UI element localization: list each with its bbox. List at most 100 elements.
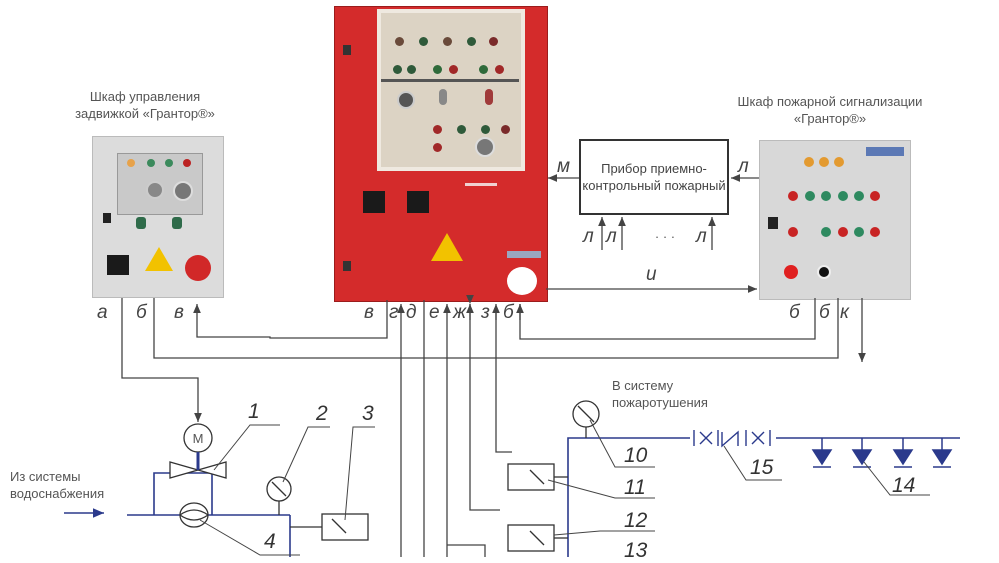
wire-b-right — [519, 298, 816, 340]
key-switch — [173, 181, 193, 201]
yellow-lamp — [834, 157, 844, 167]
indicator-lamp — [467, 37, 476, 46]
wire-z — [495, 306, 512, 453]
leader-4 — [199, 519, 300, 556]
red-lamp — [788, 227, 798, 237]
pressure-switch-12 — [507, 524, 555, 552]
door-lock — [343, 45, 351, 55]
indicator-lamp — [443, 37, 452, 46]
callout-3: 3 — [362, 402, 374, 425]
green-lamp — [854, 227, 864, 237]
letter-b: б — [136, 302, 147, 323]
gate-valve-icon — [693, 430, 719, 446]
indicator-lamp — [479, 65, 488, 74]
valve-cabinet-title: Шкаф управления задвижкой «Грантор®» — [75, 89, 215, 121]
indicator-lamp — [395, 37, 404, 46]
indicator-lamp — [495, 65, 504, 74]
sprinkler-icon — [892, 438, 914, 468]
leader-14 — [863, 461, 930, 496]
callout-11: 11 — [624, 476, 646, 499]
pressure-switch-11 — [507, 463, 555, 491]
indicator-lamp — [457, 125, 466, 134]
inner-panel — [377, 9, 525, 171]
green-lamp — [821, 227, 831, 237]
leader-11 — [547, 479, 655, 499]
letter-l-in-2: л — [606, 226, 617, 247]
gate-valve-icon — [745, 430, 771, 446]
leader-10 — [589, 419, 655, 468]
letter-alarm-b1: б — [789, 302, 800, 323]
emergency-stop-button — [784, 265, 798, 279]
wire-a — [121, 298, 202, 422]
fire-riser — [567, 437, 690, 557]
letter-d: д — [406, 302, 417, 323]
callout-4: 4 — [264, 530, 276, 553]
yellow-lamp — [804, 157, 814, 167]
red-lamp — [870, 227, 880, 237]
letter-a: а — [97, 302, 108, 323]
red-lamp — [788, 191, 798, 201]
letter-main-v: в — [364, 302, 374, 323]
alarm-cabinet-title: Шкаф пожарной сигнализации «Грантор®» — [737, 94, 923, 126]
indicator-lamp — [127, 159, 135, 167]
sprinkler-icon — [851, 438, 873, 468]
switch-small — [103, 213, 111, 223]
indicator-lamp — [165, 159, 173, 167]
leader-1 — [213, 424, 280, 471]
push-button — [485, 89, 493, 105]
switch-small — [768, 217, 778, 229]
fire-alarm-cabinet — [759, 140, 911, 300]
letter-k: к — [840, 302, 849, 323]
leader-12 — [553, 530, 655, 536]
leader-3 — [344, 426, 375, 521]
wire-e-bottom — [447, 544, 486, 557]
indicator-lamp — [393, 65, 402, 74]
indicator-lamp — [407, 65, 416, 74]
motor-letter: M — [192, 431, 204, 446]
green-lamp — [805, 191, 815, 201]
ppk-label: Прибор приемно-контрольный пожарный — [582, 161, 726, 193]
fire-control-device-box: Прибор приемно-контрольный пожарный — [579, 139, 729, 215]
display-meter — [407, 191, 429, 213]
nameplate — [866, 147, 904, 156]
wire-v — [193, 300, 388, 339]
letter-g: г — [389, 302, 399, 323]
letter-i: и — [646, 264, 657, 285]
black-button — [817, 265, 831, 279]
to-fire-system-label: В систему пожаротушения — [612, 378, 708, 410]
indicator-lamp — [433, 143, 442, 152]
sprinkler-icon — [931, 438, 953, 468]
valve-control-cabinet — [92, 136, 224, 298]
green-lamp — [821, 191, 831, 201]
warning-triangle-icon — [431, 233, 463, 261]
letter-e: е — [429, 302, 440, 323]
indicator-lamp — [419, 37, 428, 46]
selector-switch — [146, 181, 164, 199]
letter-alarm-b2: б — [819, 302, 830, 323]
nameplate — [507, 251, 541, 258]
warning-triangle-icon — [145, 247, 173, 271]
indicator-lamp — [501, 125, 510, 134]
indicator-lamp — [433, 65, 442, 74]
indicator-lamp — [147, 159, 155, 167]
green-button — [136, 217, 146, 229]
push-button — [439, 89, 447, 105]
grantor-logo-icon — [507, 267, 537, 295]
green-lamp — [854, 191, 864, 201]
callout-14: 14 — [892, 474, 916, 497]
key-switch — [475, 137, 495, 157]
letter-m: м — [557, 156, 571, 177]
leader-15 — [723, 445, 782, 481]
callout-1: 1 — [248, 400, 260, 423]
green-lamp — [838, 191, 848, 201]
leader-2 — [282, 426, 330, 483]
callout-12: 12 — [624, 509, 648, 532]
indicator-lamp — [433, 125, 442, 134]
wire-zh — [466, 294, 500, 511]
grantor-logo-icon — [185, 255, 211, 281]
indicator-lamp — [183, 159, 191, 167]
check-valve-icon — [721, 430, 739, 448]
flow-meter-icon — [179, 502, 209, 528]
indicator-lamp — [449, 65, 458, 74]
letter-l-in-1: л — [583, 226, 594, 247]
